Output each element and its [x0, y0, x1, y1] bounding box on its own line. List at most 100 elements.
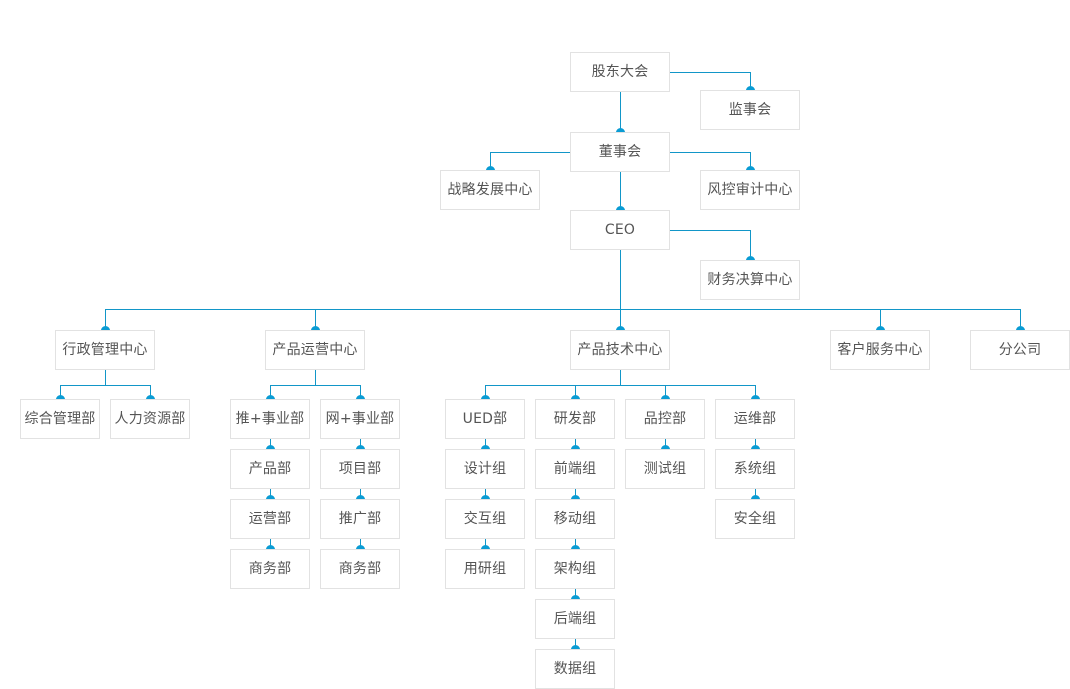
- org-node-label: 安全组: [733, 511, 777, 527]
- connector-line: [360, 385, 361, 399]
- org-node-label: 推+事业部: [235, 411, 305, 427]
- org-node[interactable]: 商务部: [230, 549, 310, 589]
- org-node[interactable]: 项目部: [320, 449, 400, 489]
- org-node-label: 战略发展中心: [447, 182, 533, 198]
- connector-line: [1020, 309, 1021, 330]
- org-node-label: 项目部: [338, 461, 382, 477]
- org-node-label: 运维部: [733, 411, 777, 427]
- connector-line: [575, 439, 576, 449]
- connector-line: [360, 539, 361, 549]
- org-node-label: 架构组: [553, 561, 597, 577]
- connector-line: [670, 152, 750, 153]
- org-node[interactable]: 客户服务中心: [830, 330, 930, 370]
- org-node-label: 交互组: [463, 511, 507, 527]
- org-node[interactable]: 股东大会: [570, 52, 670, 92]
- org-node-label: 客户服务中心: [837, 342, 923, 358]
- connector-line: [270, 385, 360, 386]
- org-node-label: 系统组: [733, 461, 777, 477]
- connector-line: [150, 385, 151, 399]
- org-node[interactable]: 战略发展中心: [440, 170, 540, 210]
- org-node-label: 人力资源部: [114, 411, 186, 427]
- connector-line: [485, 385, 755, 386]
- connector-line: [485, 539, 486, 549]
- org-node-label: 财务决算中心: [707, 272, 793, 288]
- org-node[interactable]: UED部: [445, 399, 525, 439]
- org-node[interactable]: 商务部: [320, 549, 400, 589]
- connector-line: [270, 439, 271, 449]
- org-node[interactable]: 研发部: [535, 399, 615, 439]
- connector-line: [105, 309, 1020, 310]
- org-node-label: 品控部: [643, 411, 687, 427]
- org-node-label: 网+事业部: [325, 411, 395, 427]
- connector-line: [105, 370, 106, 385]
- org-node-label: 产品运营中心: [272, 342, 358, 358]
- connector-line: [270, 489, 271, 499]
- org-node[interactable]: 移动组: [535, 499, 615, 539]
- org-node[interactable]: 综合管理部: [20, 399, 100, 439]
- connector-line: [575, 385, 576, 399]
- org-node[interactable]: 行政管理中心: [55, 330, 155, 370]
- org-node[interactable]: 运营部: [230, 499, 310, 539]
- org-node-label: UED部: [462, 411, 508, 427]
- connector-line: [360, 439, 361, 449]
- org-node-label: 行政管理中心: [62, 342, 148, 358]
- org-node[interactable]: 推+事业部: [230, 399, 310, 439]
- org-node-label: 商务部: [338, 561, 382, 577]
- org-node[interactable]: 产品部: [230, 449, 310, 489]
- org-node-label: 分公司: [998, 342, 1042, 358]
- connector-line: [360, 489, 361, 499]
- org-node[interactable]: 财务决算中心: [700, 260, 800, 300]
- connector-line: [750, 230, 751, 260]
- connector-line: [490, 152, 570, 153]
- org-node[interactable]: 运维部: [715, 399, 795, 439]
- org-node[interactable]: 推广部: [320, 499, 400, 539]
- org-node[interactable]: 品控部: [625, 399, 705, 439]
- org-node[interactable]: 安全组: [715, 499, 795, 539]
- org-node[interactable]: 前端组: [535, 449, 615, 489]
- connector-line: [750, 152, 751, 170]
- org-node[interactable]: 网+事业部: [320, 399, 400, 439]
- connector-line: [485, 489, 486, 499]
- org-node-label: CEO: [604, 222, 636, 238]
- org-node-label: 综合管理部: [24, 411, 96, 427]
- org-node[interactable]: 后端组: [535, 599, 615, 639]
- connector-line: [270, 539, 271, 549]
- connector-line: [575, 489, 576, 499]
- connector-line: [620, 92, 621, 132]
- org-node[interactable]: 风控审计中心: [700, 170, 800, 210]
- connector-line: [880, 309, 881, 330]
- org-node[interactable]: 用研组: [445, 549, 525, 589]
- org-node[interactable]: 分公司: [970, 330, 1070, 370]
- org-node-label: 产品部: [248, 461, 292, 477]
- org-node[interactable]: 数据组: [535, 649, 615, 689]
- org-node[interactable]: 交互组: [445, 499, 525, 539]
- org-node-label: 产品技术中心: [577, 342, 663, 358]
- connector-line: [575, 539, 576, 549]
- org-node[interactable]: 产品技术中心: [570, 330, 670, 370]
- org-node-label: 风控审计中心: [707, 182, 793, 198]
- org-node[interactable]: 测试组: [625, 449, 705, 489]
- org-node[interactable]: 产品运营中心: [265, 330, 365, 370]
- connector-line: [670, 230, 750, 231]
- connector-line: [60, 385, 150, 386]
- connector-line: [270, 385, 271, 399]
- org-node[interactable]: 设计组: [445, 449, 525, 489]
- connector-line: [755, 439, 756, 449]
- org-node[interactable]: 监事会: [700, 90, 800, 130]
- connector-line: [315, 370, 316, 385]
- connector-line: [665, 385, 666, 399]
- org-node[interactable]: 人力资源部: [110, 399, 190, 439]
- org-node-label: 移动组: [553, 511, 597, 527]
- org-node-label: 监事会: [728, 102, 772, 118]
- org-node[interactable]: 董事会: [570, 132, 670, 172]
- org-node-label: 董事会: [598, 144, 642, 160]
- connector-line: [665, 439, 666, 449]
- org-node[interactable]: CEO: [570, 210, 670, 250]
- org-node[interactable]: 架构组: [535, 549, 615, 589]
- org-node-label: 前端组: [553, 461, 597, 477]
- org-node[interactable]: 系统组: [715, 449, 795, 489]
- org-node-label: 后端组: [553, 611, 597, 627]
- connector-line: [620, 370, 621, 385]
- connector-line: [620, 250, 621, 330]
